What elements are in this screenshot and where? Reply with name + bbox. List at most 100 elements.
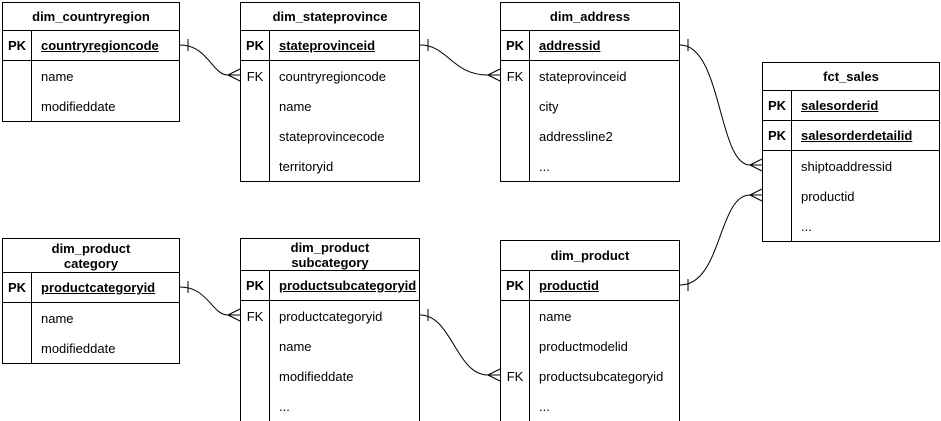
table-row: ... [241, 391, 419, 421]
row-field: productid [801, 188, 855, 204]
row-key [241, 121, 270, 151]
row-field: addressid [539, 38, 601, 53]
row-field: modifieddate [41, 98, 116, 114]
table-row: name [241, 331, 419, 361]
edge-stateprovince-address[interactable] [419, 39, 501, 82]
row-field: name [41, 68, 74, 84]
row-key: PK [501, 271, 530, 300]
table-row: city [501, 91, 679, 121]
row-field: ... [801, 218, 812, 234]
table-row: modifieddate [241, 361, 419, 391]
row-key: PK [763, 91, 792, 120]
row-key: PK [763, 121, 792, 150]
table-dim-product[interactable]: dim_product PK productid name productmod… [500, 240, 680, 421]
row-field: salesorderid [801, 98, 879, 113]
table-row: name [3, 61, 179, 91]
row-key [501, 391, 530, 421]
table-dim-countryregion[interactable]: dim_countryregion PK countryregioncode n… [2, 2, 180, 122]
row-key: PK [3, 273, 32, 302]
row-field: name [279, 338, 312, 354]
row-field: stateprovinceid [279, 38, 376, 53]
row-key: FK [241, 301, 270, 331]
table-row: productmodelid [501, 331, 679, 361]
row-field: city [539, 98, 559, 114]
table-title: fct_sales [763, 63, 939, 91]
row-field: stateprovinceid [539, 68, 627, 84]
table-fct-sales[interactable]: fct_sales PK salesorderid PK salesorderd… [762, 62, 940, 242]
table-dim-address[interactable]: dim_address PK addressid FK stateprovinc… [500, 2, 680, 182]
table-row: FK productcategoryid [241, 301, 419, 331]
row-key [241, 91, 270, 121]
row-key [241, 361, 270, 391]
row-key: FK [241, 61, 270, 91]
row-key [241, 331, 270, 361]
table-row: PK salesorderdetailid [763, 121, 939, 151]
table-title: dim_product [501, 241, 679, 271]
row-key [241, 391, 270, 421]
table-row: FK productsubcategoryid [501, 361, 679, 391]
table-row: territoryid [241, 151, 419, 181]
edge-productsubcategory-product[interactable] [419, 309, 501, 382]
table-row: modifieddate [3, 91, 179, 121]
table-row: stateprovincecode [241, 121, 419, 151]
table-row: ... [501, 151, 679, 181]
row-key [501, 301, 530, 331]
row-field: salesorderdetailid [801, 128, 913, 143]
row-key [241, 151, 270, 181]
table-row: addressline2 [501, 121, 679, 151]
row-field: ... [539, 158, 550, 174]
row-key [501, 151, 530, 181]
row-key [3, 333, 32, 363]
table-row: PK productsubcategoryid [241, 271, 419, 301]
table-row: PK productid [501, 271, 679, 301]
table-row: FK stateprovinceid [501, 61, 679, 91]
row-field: countryregioncode [279, 68, 386, 84]
table-row: PK countryregioncode [3, 31, 179, 61]
row-field: ... [539, 398, 550, 414]
table-row: PK productcategoryid [3, 273, 179, 303]
table-row: ... [763, 211, 939, 241]
edge-product-fctsales[interactable] [679, 188, 763, 291]
table-row: FK countryregioncode [241, 61, 419, 91]
row-key [501, 121, 530, 151]
row-field: productcategoryid [279, 308, 383, 324]
table-row: PK stateprovinceid [241, 31, 419, 61]
table-row: name [3, 303, 179, 333]
table-title: dim_product category [3, 239, 179, 273]
row-key: PK [241, 271, 270, 300]
row-field: addressline2 [539, 128, 613, 144]
row-key [763, 151, 792, 181]
table-row: productid [763, 181, 939, 211]
table-dim-productcategory[interactable]: dim_product category PK productcategoryi… [2, 238, 180, 364]
row-field: name [539, 308, 572, 324]
row-key: PK [501, 31, 530, 60]
edge-productcategory-productsubcategory[interactable] [179, 281, 241, 322]
row-key [3, 91, 32, 121]
row-key: FK [501, 61, 530, 91]
row-field: productmodelid [539, 338, 628, 354]
table-title: dim_countryregion [3, 3, 179, 31]
row-key [501, 91, 530, 121]
table-dim-stateprovince[interactable]: dim_stateprovince PK stateprovinceid FK … [240, 2, 420, 182]
row-key: PK [3, 31, 32, 60]
table-row: name [501, 301, 679, 331]
row-field: shiptoaddressid [801, 158, 893, 174]
row-field: countryregioncode [41, 38, 159, 53]
edge-address-fctsales[interactable] [679, 39, 763, 172]
row-field: productid [539, 278, 599, 293]
table-title: dim_stateprovince [241, 3, 419, 31]
row-field: name [279, 98, 312, 114]
row-key [3, 61, 32, 91]
edge-countryregion-stateprovince[interactable] [179, 39, 241, 82]
row-key [501, 331, 530, 361]
table-row: PK addressid [501, 31, 679, 61]
row-field: productsubcategoryid [279, 278, 417, 293]
table-title: dim_product subcategory [241, 239, 419, 271]
table-dim-productsubcategory[interactable]: dim_product subcategory PK productsubcat… [240, 238, 420, 421]
row-field: modifieddate [41, 340, 116, 356]
row-field: stateprovincecode [279, 128, 385, 144]
row-key [763, 211, 792, 241]
table-row: name [241, 91, 419, 121]
